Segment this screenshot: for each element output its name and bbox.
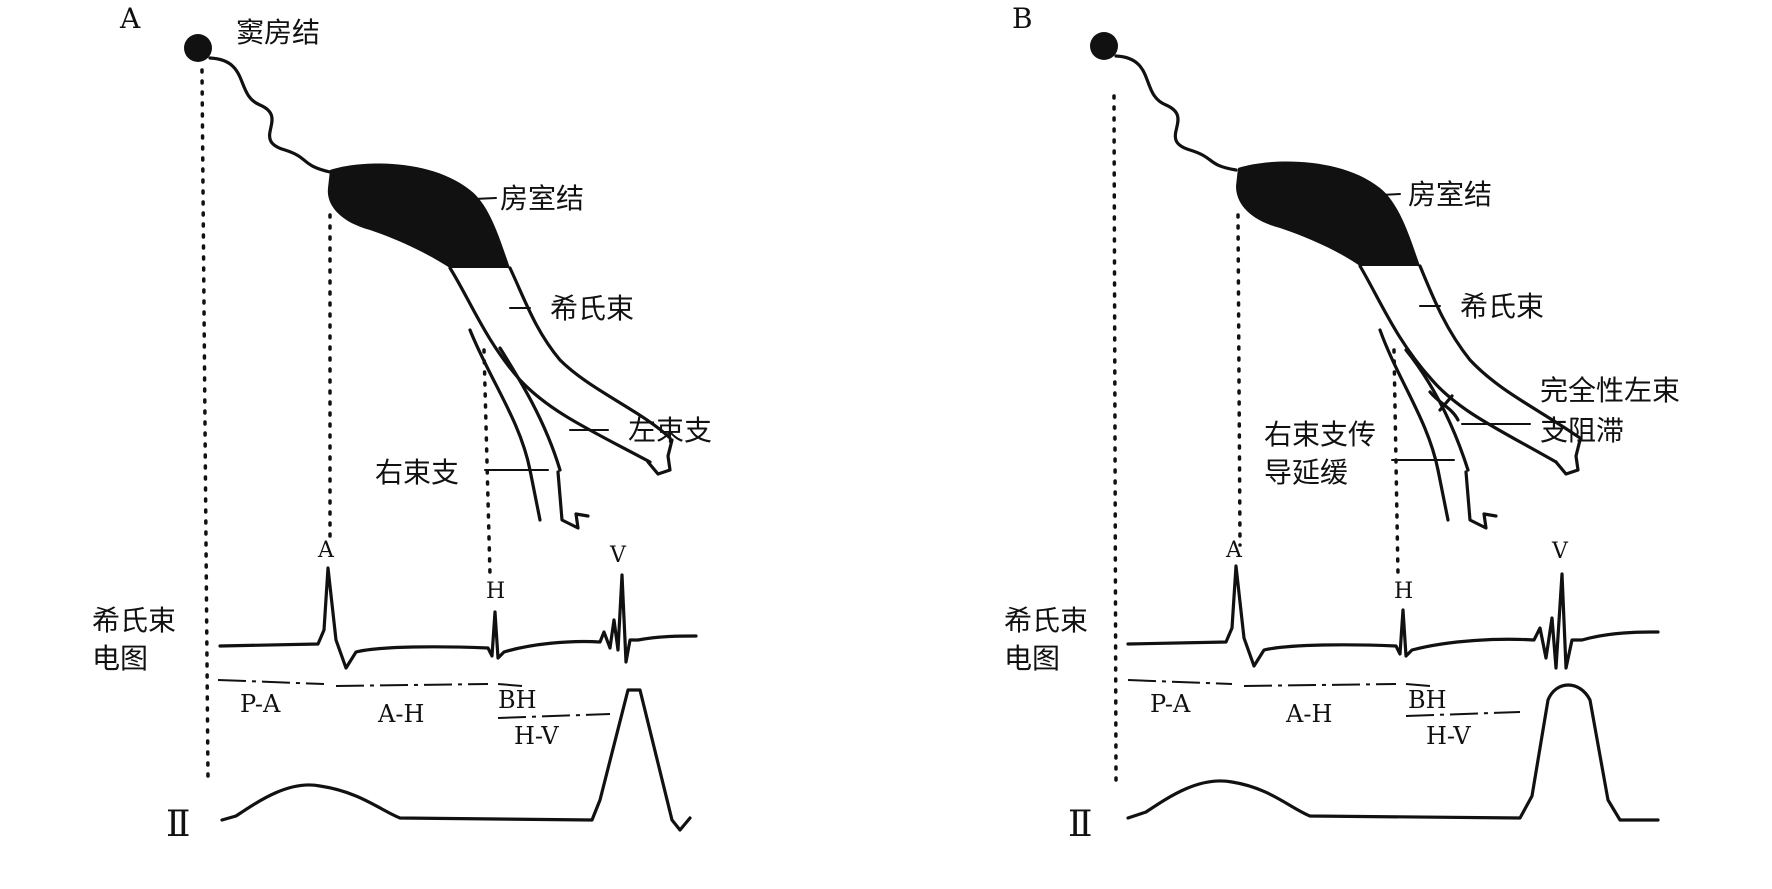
panel-b-sa-node: [1090, 32, 1118, 60]
panel-a-dotline-his: [482, 348, 492, 577]
panel-a-right-branch-inner: [498, 346, 562, 472]
panel-b-wave-h: H: [1394, 579, 1413, 604]
panel-a-hbe-label-2: 电图: [92, 642, 148, 675]
panel-b-av-pointer: [1359, 193, 1401, 197]
panel-b-lbbb-label-1: 完全性左束: [1540, 374, 1680, 407]
panel-a-int-hv: H-V: [514, 722, 559, 750]
panel-b-left-branch-outer: [1358, 264, 1558, 464]
panel-a-right-branch-end1: [556, 470, 590, 530]
panel-b-block-mark: [1428, 390, 1460, 422]
panel-b-right-branch-end1: [1464, 470, 1498, 530]
panel-b-hbe-label-2: 电图: [1004, 642, 1060, 675]
panel-b-interval-hv: [1405, 711, 1521, 717]
panel-a-wave-h: H: [486, 579, 505, 604]
panel-a-wave-a: A: [317, 538, 335, 563]
panel-b-dotline-his: [1392, 348, 1400, 577]
panel-b-right-branch-end2: [1436, 468, 1450, 522]
panel-a-his-label: 希氏束: [550, 292, 634, 325]
panel-a-lb-label: 左束支: [628, 414, 712, 447]
panel-a-interval-upper: [217, 679, 523, 687]
panel-a-av-pointer: [451, 197, 497, 201]
panel-a: A 窦房结 房室结 希氏束 左束支 右束支 希氏束 电图 A H: [92, 2, 712, 845]
panel-a-right-branch-end2: [528, 468, 542, 522]
panel-a-sa-label: 窦房结: [236, 16, 320, 49]
panel-b-wave-a: A: [1225, 538, 1243, 563]
panel-b-lead-label: Ⅱ: [1068, 804, 1092, 845]
panel-a-right-branch-outer: [468, 328, 532, 472]
panel-a-internodal-path: [208, 56, 332, 174]
panel-a-sa-node: [184, 34, 212, 62]
panel-b-lbbb-label-2: 支阻滞: [1540, 414, 1624, 447]
panel-a-left-branch-upper: [508, 266, 672, 440]
panel-a-letter: A: [119, 2, 141, 35]
panel-a-av-label: 房室结: [500, 182, 584, 215]
panel-a-lead-trace: [220, 688, 692, 832]
panel-a-hbe-label-1: 希氏束: [92, 604, 176, 637]
panel-b-internodal-path: [1114, 54, 1238, 172]
panel-b-rbb-label-2: 导延缓: [1264, 456, 1348, 489]
panel-a-rb-label: 右束支: [375, 456, 459, 489]
panel-a-hbe-trace: [218, 566, 698, 670]
panel-b-right-branch-outer: [1378, 328, 1440, 472]
panel-b-dotline-av: [1236, 213, 1242, 547]
panel-b-av-label: 房室结: [1408, 178, 1492, 211]
panel-a-int-ah: A-H: [377, 700, 424, 728]
panel-a-interval-hv: [497, 713, 611, 719]
panel-a-wave-v: V: [609, 543, 627, 568]
panel-b-letter: B: [1012, 2, 1033, 35]
panel-b-his-label: 希氏束: [1460, 290, 1544, 323]
panel-b-wave-v: V: [1551, 539, 1569, 564]
panel-b-int-pa: P-A: [1150, 690, 1191, 718]
panel-a-dotline-sa: [200, 68, 210, 782]
panel-b-int-hv: H-V: [1426, 722, 1471, 750]
panel-b-dotline-sa: [1112, 94, 1118, 782]
panel-b-interval-upper: [1127, 679, 1431, 687]
panel-b-hbe-label-1: 希氏束: [1004, 604, 1088, 637]
panel-b-int-ah: A-H: [1285, 700, 1332, 728]
panel-a-int-bh: BH: [498, 686, 537, 714]
panel-b: B 房室结 希氏束 完全性左束 支阻滞 右束支传 导延缓 希氏束 电图 A H …: [1004, 2, 1680, 845]
panel-b-lead-trace: [1126, 683, 1660, 822]
panel-a-int-pa: P-A: [240, 690, 281, 718]
panel-a-left-branch-end: [646, 438, 674, 476]
panel-b-av-node: [1236, 161, 1420, 266]
panel-b-int-bh: BH: [1408, 686, 1447, 714]
panel-a-av-node: [327, 163, 510, 268]
panel-b-rbb-label-1: 右束支传: [1264, 418, 1376, 451]
panel-a-lead-label: Ⅱ: [166, 804, 190, 845]
panel-b-left-branch-upper: [1418, 264, 1582, 440]
panel-b-left-branch-end: [1554, 438, 1582, 476]
panel-b-hbe-trace: [1126, 564, 1660, 670]
